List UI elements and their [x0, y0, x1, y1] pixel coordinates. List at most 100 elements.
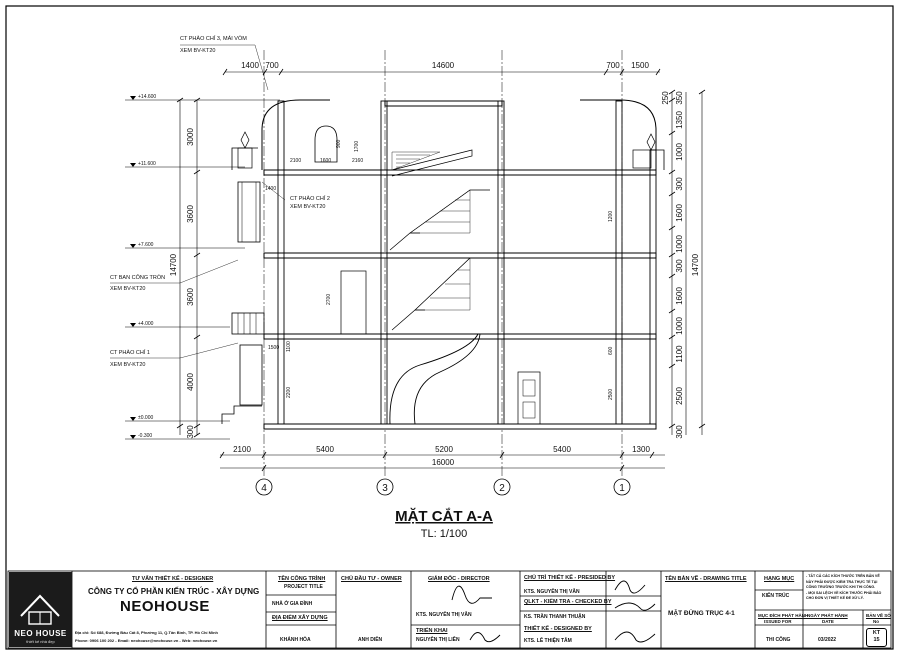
right-dim-2: 350	[675, 91, 684, 105]
level-6: -0.300	[138, 433, 152, 439]
stair-hatching	[391, 151, 471, 311]
project-header-1: TÊN CÔNG TRÌNH	[278, 576, 326, 582]
total-width-dim: 16000	[432, 458, 455, 467]
inner-dim-5: 1500	[268, 345, 279, 351]
sheet-code: KT	[872, 630, 881, 636]
signature-presided	[614, 580, 646, 594]
company-name: NEOHOUSE	[120, 598, 210, 615]
company-address: Địa chỉ: Số 688, Đường Bàu Cát 8, Phường…	[75, 630, 218, 635]
right-dim-12: 2500	[675, 387, 684, 405]
remark-line-5: CHO ĐƠN VỊ THIẾT KẾ ĐỂ XỬ LÝ.	[806, 596, 864, 600]
right-dim-9: 1600	[675, 287, 684, 305]
remark-line-2: NÀY PHẢI ĐƯỢC KIỂM TRA THỰC TẾ TẠI	[806, 579, 878, 584]
checked-header: QLKT - KIỂM TRA - CHECKED BY	[524, 599, 612, 605]
drawing-title-header: TÊN BẢN VẼ - DRAWING TITLE	[665, 576, 747, 582]
left-dim-3: 3600	[186, 288, 195, 306]
top-dim-3: 14600	[432, 61, 455, 70]
right-dim-7: 1000	[675, 235, 684, 253]
note-detail2-2: XEM BV-KT20	[290, 204, 325, 210]
axis-label-1: 1	[619, 483, 625, 494]
right-dim-6: 1600	[675, 204, 684, 222]
category-header: HẠNG MỤC	[764, 576, 795, 582]
inner-dim-6: 2700	[326, 294, 332, 305]
axis-bubbles: 4 3 2 1	[255, 478, 631, 496]
level-2: +11.600	[138, 161, 156, 167]
building-section	[221, 99, 665, 430]
purpose-value: THI CÔNG	[766, 637, 791, 643]
bottom-dim-1: 2100	[233, 445, 251, 454]
inner-dim-9: 900	[336, 139, 342, 148]
signature-director	[451, 585, 492, 604]
designed-name: KTS. LÊ THIỆN TÂM	[524, 638, 572, 644]
bottom-dim-3: 5200	[435, 445, 453, 454]
drawing-scale: TL: 1/100	[421, 528, 467, 540]
director-name: KTS. NGUYỄN THỊ VÂN	[416, 612, 472, 618]
remarks: - TẤT CẢ CÁC KÍCH THƯỚC TRÊN BẢN VẼ NÀY …	[806, 574, 890, 602]
date-header-1: NGÀY PHÁT HÀNH	[807, 613, 848, 618]
signatures	[451, 580, 656, 643]
date-header-2: DATE	[822, 619, 834, 624]
signature-checked	[614, 602, 656, 611]
axis-label-4: 4	[261, 483, 267, 494]
category-value: KIẾN TRÚC	[762, 593, 790, 599]
drawing-title: MẶT CẮT A-A	[395, 507, 493, 525]
right-dim-8: 300	[675, 259, 684, 273]
inner-dimensions: 2100 1600 2160 1400 1500 2700 1100 2200 …	[265, 139, 614, 400]
top-dimension: 1400 700 14600 700 1500	[222, 61, 661, 76]
note-detail1-2: XEM BV-KT20	[110, 362, 145, 368]
right-dim-5: 300	[675, 177, 684, 191]
note-arch-1: CT PHÀO CHỈ 3, MÁI VÒM	[180, 35, 247, 42]
right-total-dim: 14700	[691, 253, 700, 276]
axis-lines	[263, 50, 623, 478]
logo-text: NEO HOUSE	[14, 629, 67, 638]
checked-name: KS. TRẦN THANH THUẬN	[524, 614, 586, 620]
right-dim-11: 1100	[675, 345, 684, 363]
right-dim-1: 250	[661, 91, 670, 105]
presided-header: CHỦ TRÌ THIẾT KẾ - PRESIDED BY	[524, 575, 616, 581]
drafter-name: NGUYỄN THỊ LIÊN	[416, 637, 460, 643]
company-contact: Phone: 0906 100 202 - Email: neohouse@ne…	[75, 638, 218, 643]
inner-dim-12: 600	[608, 346, 614, 355]
purpose-header-1: MỤC ĐÍCH PHÁT HÀNH	[758, 613, 809, 618]
remark-line-3: CÔNG TRƯỜNG TRƯỚC KHI THI CÔNG.	[806, 585, 876, 589]
left-dim-4: 4000	[186, 373, 195, 391]
director-header: GIÁM ĐỐC - DIRECTOR	[428, 576, 490, 582]
project-name: NHÀ Ở GIA ĐÌNH	[272, 601, 313, 607]
inner-dim-10: 1700	[354, 141, 360, 152]
level-4: +4.000	[138, 321, 154, 327]
right-dim-13: 300	[675, 425, 684, 439]
signature-drafter	[469, 632, 501, 643]
sheet-number: 15	[873, 637, 880, 643]
inner-dim-2: 1600	[320, 158, 331, 164]
location-value: KHÁNH HÒA	[280, 637, 311, 643]
level-3: +7.600	[138, 242, 154, 248]
bottom-dim-4: 5400	[553, 445, 571, 454]
right-dim-4: 1000	[675, 143, 684, 161]
left-dim-1: 3000	[186, 128, 195, 146]
company-logo: NEO HOUSE thiết kế nhà đẹp	[9, 572, 72, 647]
right-dimension: 250 350 1350 1000 300 1600 1000 300 1600…	[661, 89, 706, 439]
owner-header: CHỦ ĐẦU TƯ - OWNER	[341, 576, 402, 582]
drafter-header: TRIỂN KHAI	[416, 628, 448, 634]
level-5: ±0.000	[138, 415, 153, 421]
bottom-dim-5: 1300	[632, 445, 650, 454]
drawing-title-value: MẶT ĐỨNG TRỤC 4-1	[668, 610, 735, 617]
company-line: CÔNG TY CỔ PHẦN KIẾN TRÚC - XÂY DỰNG	[88, 587, 260, 596]
presided-name: KTS. NGUYỄN THỊ VÂN	[524, 589, 580, 595]
bottom-dim-2: 5400	[316, 445, 334, 454]
left-total-dim: 14700	[169, 253, 178, 276]
left-dim-5: 300	[186, 425, 195, 439]
leader-notes: CT PHÀO CHỈ 3, MÁI VÒM XEM BV-KT20 CT PH…	[110, 35, 330, 368]
inner-dim-13: 2500	[608, 389, 614, 400]
top-dim-1: 1400	[241, 61, 259, 70]
right-dim-3: 1350	[675, 111, 684, 129]
top-dim-2: 700	[265, 61, 279, 70]
inner-dim-11: 1200	[608, 211, 614, 222]
designed-header: THIẾT KẾ - DESIGNED BY	[524, 626, 592, 632]
note-detail1-1: CT PHÀO CHỈ 1	[110, 349, 150, 356]
remark-line-4: - MỌI SAI LỆCH VỀ KÍCH THƯỚC PHẢI BÁO	[806, 590, 882, 595]
signature-designed	[614, 631, 656, 643]
left-dim-2: 3600	[186, 205, 195, 223]
